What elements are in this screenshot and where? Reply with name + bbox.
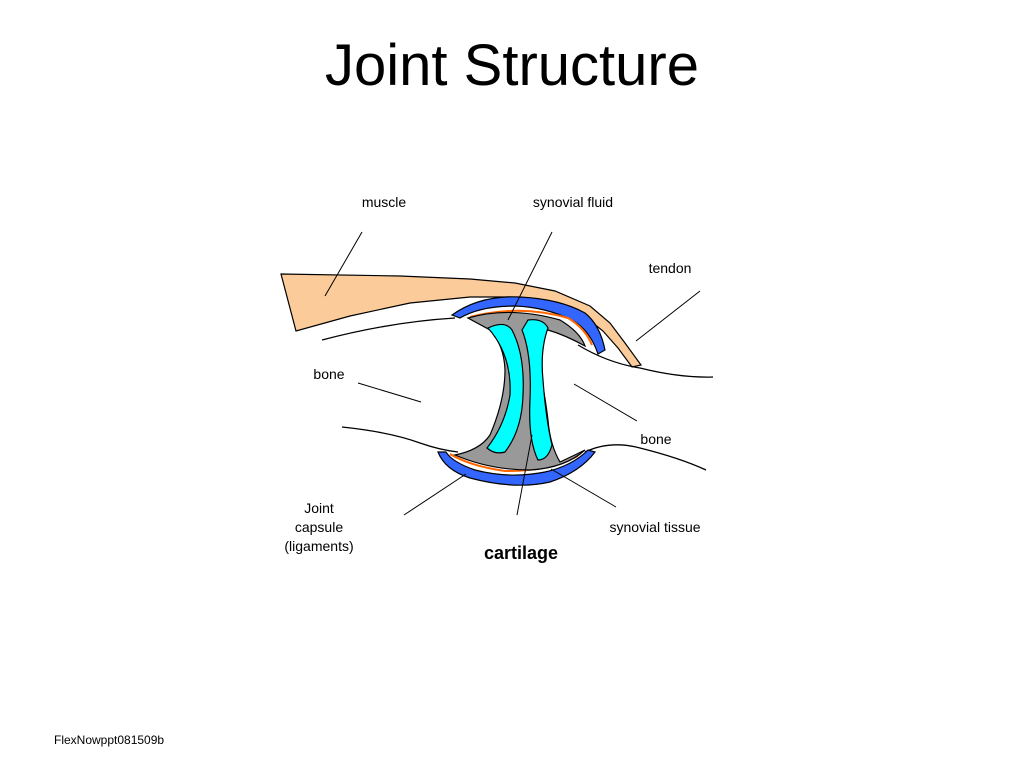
upper-synovial-tissue [469, 309, 593, 346]
lower-right-bone-outline [584, 444, 707, 471]
slide-title: Joint Structure [325, 33, 699, 98]
right-cartilage [521, 319, 553, 461]
muscle-shape [280, 273, 643, 368]
bone-left-label: bone [313, 366, 344, 382]
synovial-tissue-label: synovial tissue [609, 519, 700, 535]
bone-right-label: bone [640, 431, 671, 447]
synovial-fluid-label: synovial fluid [533, 194, 613, 210]
synovial-fluid-leader-line [507, 231, 553, 321]
bone-left-leader-line [357, 382, 422, 403]
cartilage-leader-line [516, 434, 533, 516]
left-cartilage [486, 323, 524, 454]
muscle-leader-line [324, 231, 363, 297]
joint-capsule-label-line3: (ligaments) [284, 538, 353, 554]
joint-capsule-leader-line [403, 473, 467, 516]
bone-right-leader-line [573, 383, 638, 422]
synovial-tissue-leader-line [550, 468, 617, 508]
right-bone-outline [577, 344, 714, 378]
tendon-leader-line [635, 290, 701, 342]
joint-capsule-label-line2: capsule [295, 519, 343, 535]
cartilage-label: cartilage [484, 543, 558, 563]
joint-capsule-label-line1: Joint [304, 500, 334, 516]
upper-bone-outline [321, 317, 456, 341]
lower-bone-outline [341, 426, 459, 453]
lower-joint-capsule [437, 449, 597, 486]
tendon-label: tendon [649, 260, 692, 276]
muscle-label: muscle [362, 194, 407, 210]
slide-footer: FlexNowppt081509b [54, 733, 165, 747]
